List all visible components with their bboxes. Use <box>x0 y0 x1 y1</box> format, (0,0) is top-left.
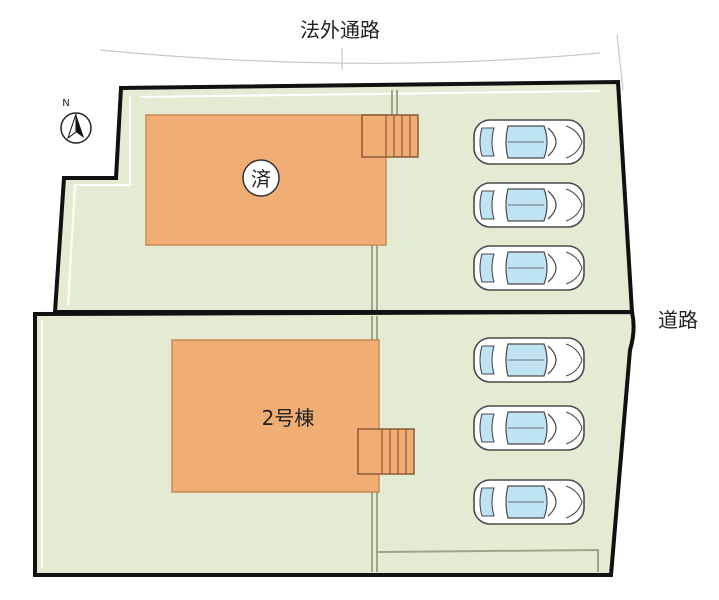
lot-1-inner-line <box>67 96 131 306</box>
top-road-label: 法外通路 <box>300 18 380 42</box>
parking-cars <box>473 119 585 525</box>
right-road-label: 道路 <box>658 308 698 332</box>
car-icon <box>473 182 585 228</box>
car-icon <box>473 479 585 525</box>
top-road-lines <box>99 34 624 91</box>
stairs-icon <box>357 428 415 475</box>
stairs-icon <box>361 114 419 158</box>
car-icon <box>473 405 585 451</box>
building-2-label: 2号棟 <box>262 406 315 430</box>
sold-badge-label: 済 <box>251 167 271 191</box>
north-arrow-icon: N <box>60 98 92 144</box>
car-icon <box>473 245 585 291</box>
north-label: N <box>62 98 69 109</box>
car-icon <box>473 337 585 383</box>
sold-badge <box>242 159 280 197</box>
car-icon <box>473 119 585 165</box>
lot-1-inner-line-2 <box>139 90 601 98</box>
lot-2-edge-path <box>376 548 599 572</box>
building-2 <box>171 339 380 493</box>
